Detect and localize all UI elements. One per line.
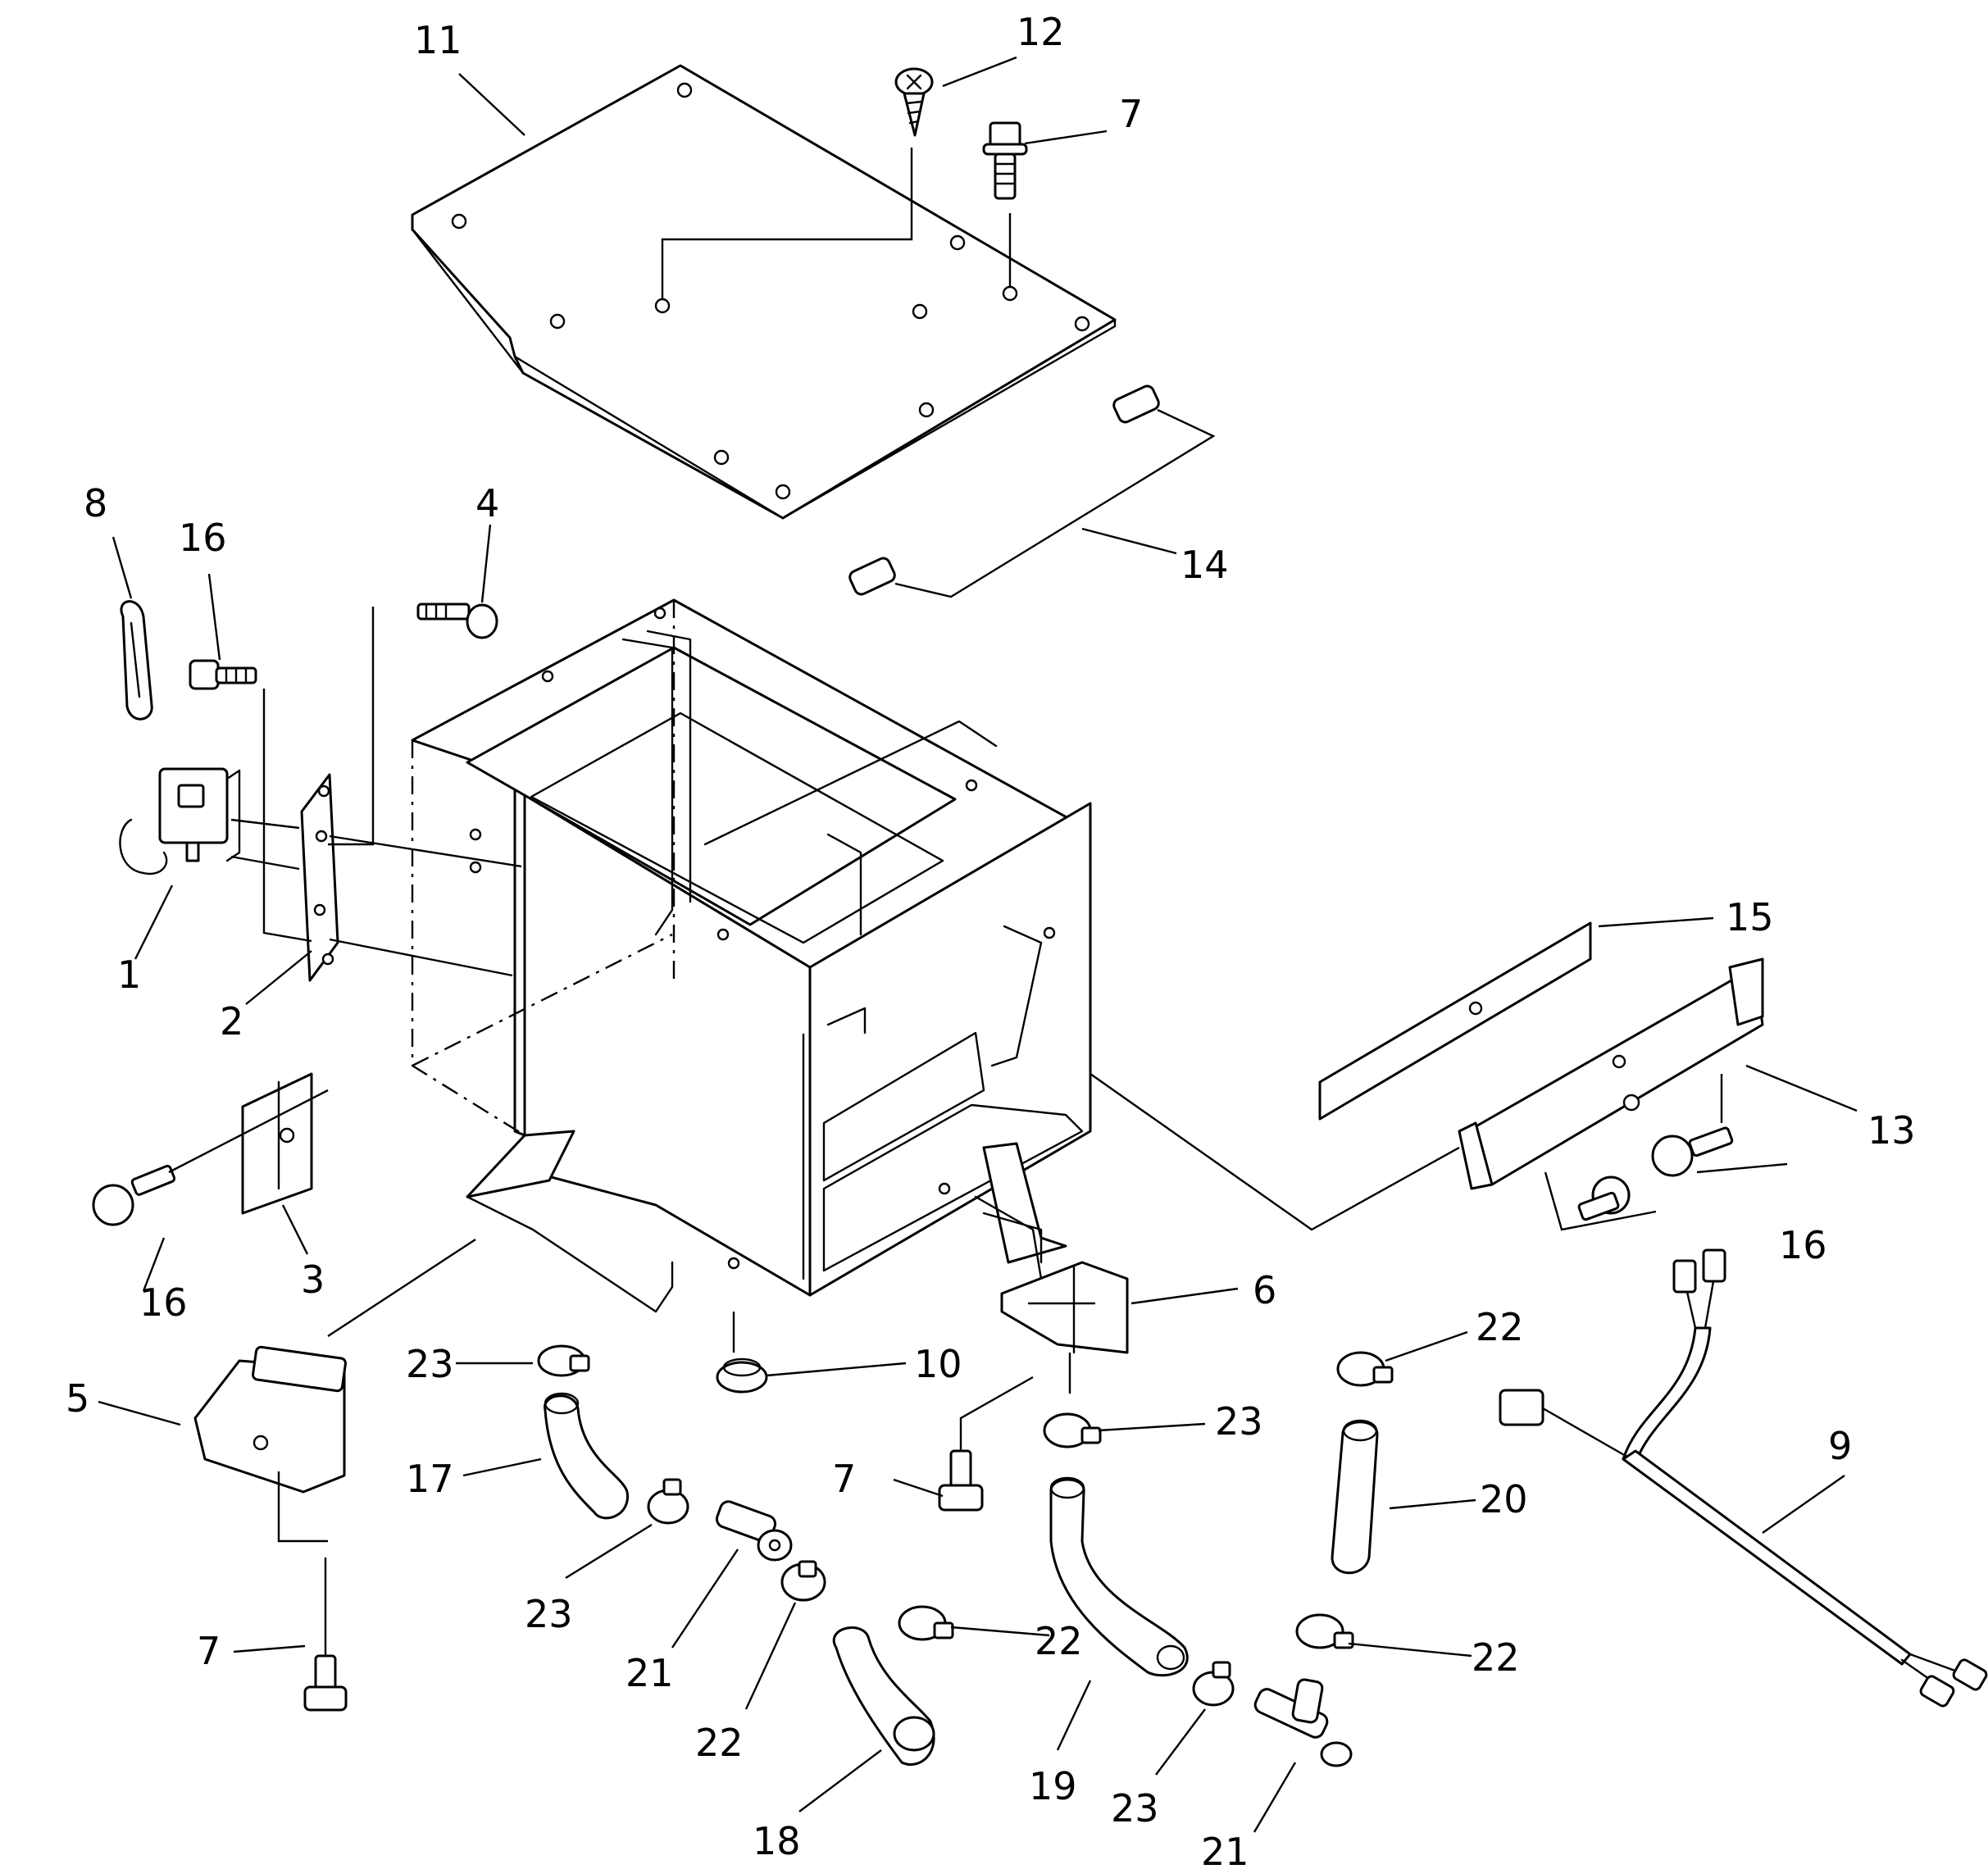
callout-22-a: 22 [1476, 1305, 1524, 1349]
part-cover-plate [411, 64, 1117, 520]
part-seal-15 [1318, 921, 1592, 1121]
part-clip [120, 600, 153, 721]
callout-22-c: 22 [1472, 1635, 1520, 1680]
part-clamp-22-b [780, 1560, 826, 1602]
part-grommet [716, 1312, 768, 1394]
callout-23-a: 23 [406, 1342, 454, 1386]
callout-16-upper: 16 [179, 516, 227, 560]
callout-7-bottom: 7 [197, 1629, 221, 1673]
part-clamp-22-c [898, 1605, 954, 1641]
callout-7-top: 7 [1119, 92, 1143, 136]
callout-16-left: 16 [139, 1280, 188, 1325]
callout-6: 6 [1253, 1268, 1276, 1312]
part-heater-housing [411, 598, 1092, 1313]
callout-23-b: 23 [1215, 1399, 1263, 1444]
callout-4: 4 [475, 481, 499, 525]
part-tapping-screw [894, 67, 934, 137]
part-bracket-3 [241, 1072, 313, 1215]
part-bolts-16-right [1544, 1074, 1788, 1231]
part-bracket-2 [230, 607, 522, 982]
callout-18: 18 [753, 1819, 801, 1863]
part-clamp-23-b [1043, 1412, 1102, 1448]
part-bolt-7-mid [938, 1376, 1034, 1512]
callout-1: 1 [117, 953, 141, 997]
callout-labels: 11 12 7 8 16 4 14 1 2 15 13 16 3 16 6 5 … [66, 10, 1916, 1869]
part-seal-strips [848, 384, 1216, 598]
callout-23-d: 23 [1111, 1786, 1159, 1830]
part-clamp-22-d [1295, 1613, 1354, 1649]
callout-21-a: 21 [626, 1651, 674, 1695]
part-duct-bracket [1090, 957, 1764, 1231]
callout-21-b: 21 [1201, 1830, 1249, 1869]
callout-5: 5 [66, 1376, 89, 1421]
callout-22-b: 22 [1035, 1619, 1083, 1663]
part-hose-18 [832, 1626, 935, 1767]
part-clamp-23-d [1192, 1661, 1235, 1707]
part-bracket-6 [982, 1212, 1129, 1394]
part-clamp-23-a [537, 1344, 590, 1377]
part-bolt-7-bottom [303, 1558, 348, 1712]
callout-15: 15 [1726, 895, 1774, 939]
part-bracket-5 [193, 1238, 476, 1543]
callout-7-mid: 7 [832, 1457, 856, 1501]
callout-14: 14 [1181, 543, 1229, 587]
callout-19: 19 [1029, 1764, 1077, 1808]
callout-2: 2 [220, 999, 243, 1044]
part-clamp-22-a [1336, 1351, 1394, 1387]
part-bolt-16-left [92, 1089, 329, 1226]
callout-3: 3 [301, 1257, 325, 1302]
callout-9: 9 [1828, 1424, 1852, 1468]
part-bolt-4 [416, 603, 498, 639]
part-hose-17 [544, 1392, 629, 1520]
part-hose-19 [1049, 1476, 1189, 1677]
callout-12: 12 [1017, 10, 1065, 54]
callout-22-d: 22 [695, 1721, 744, 1765]
callout-16-right: 16 [1779, 1223, 1827, 1267]
callout-23-c: 23 [525, 1592, 573, 1636]
callout-17: 17 [406, 1457, 454, 1501]
part-clamp-23-c [647, 1478, 689, 1525]
part-wire-harness [1499, 1248, 1988, 1708]
callout-8: 8 [84, 481, 107, 525]
callout-13: 13 [1867, 1108, 1916, 1153]
callout-20: 20 [1480, 1477, 1528, 1521]
callout-11: 11 [414, 18, 462, 62]
part-elbow-21-a [715, 1500, 793, 1562]
callout-leaders [98, 56, 1858, 1833]
callout-10: 10 [914, 1342, 962, 1386]
part-bolt-top [982, 121, 1028, 200]
part-elbow-21-b [1253, 1678, 1353, 1767]
part-switch [119, 767, 241, 875]
part-bolt-16-upper [189, 659, 257, 690]
part-hose-20 [1331, 1419, 1379, 1575]
